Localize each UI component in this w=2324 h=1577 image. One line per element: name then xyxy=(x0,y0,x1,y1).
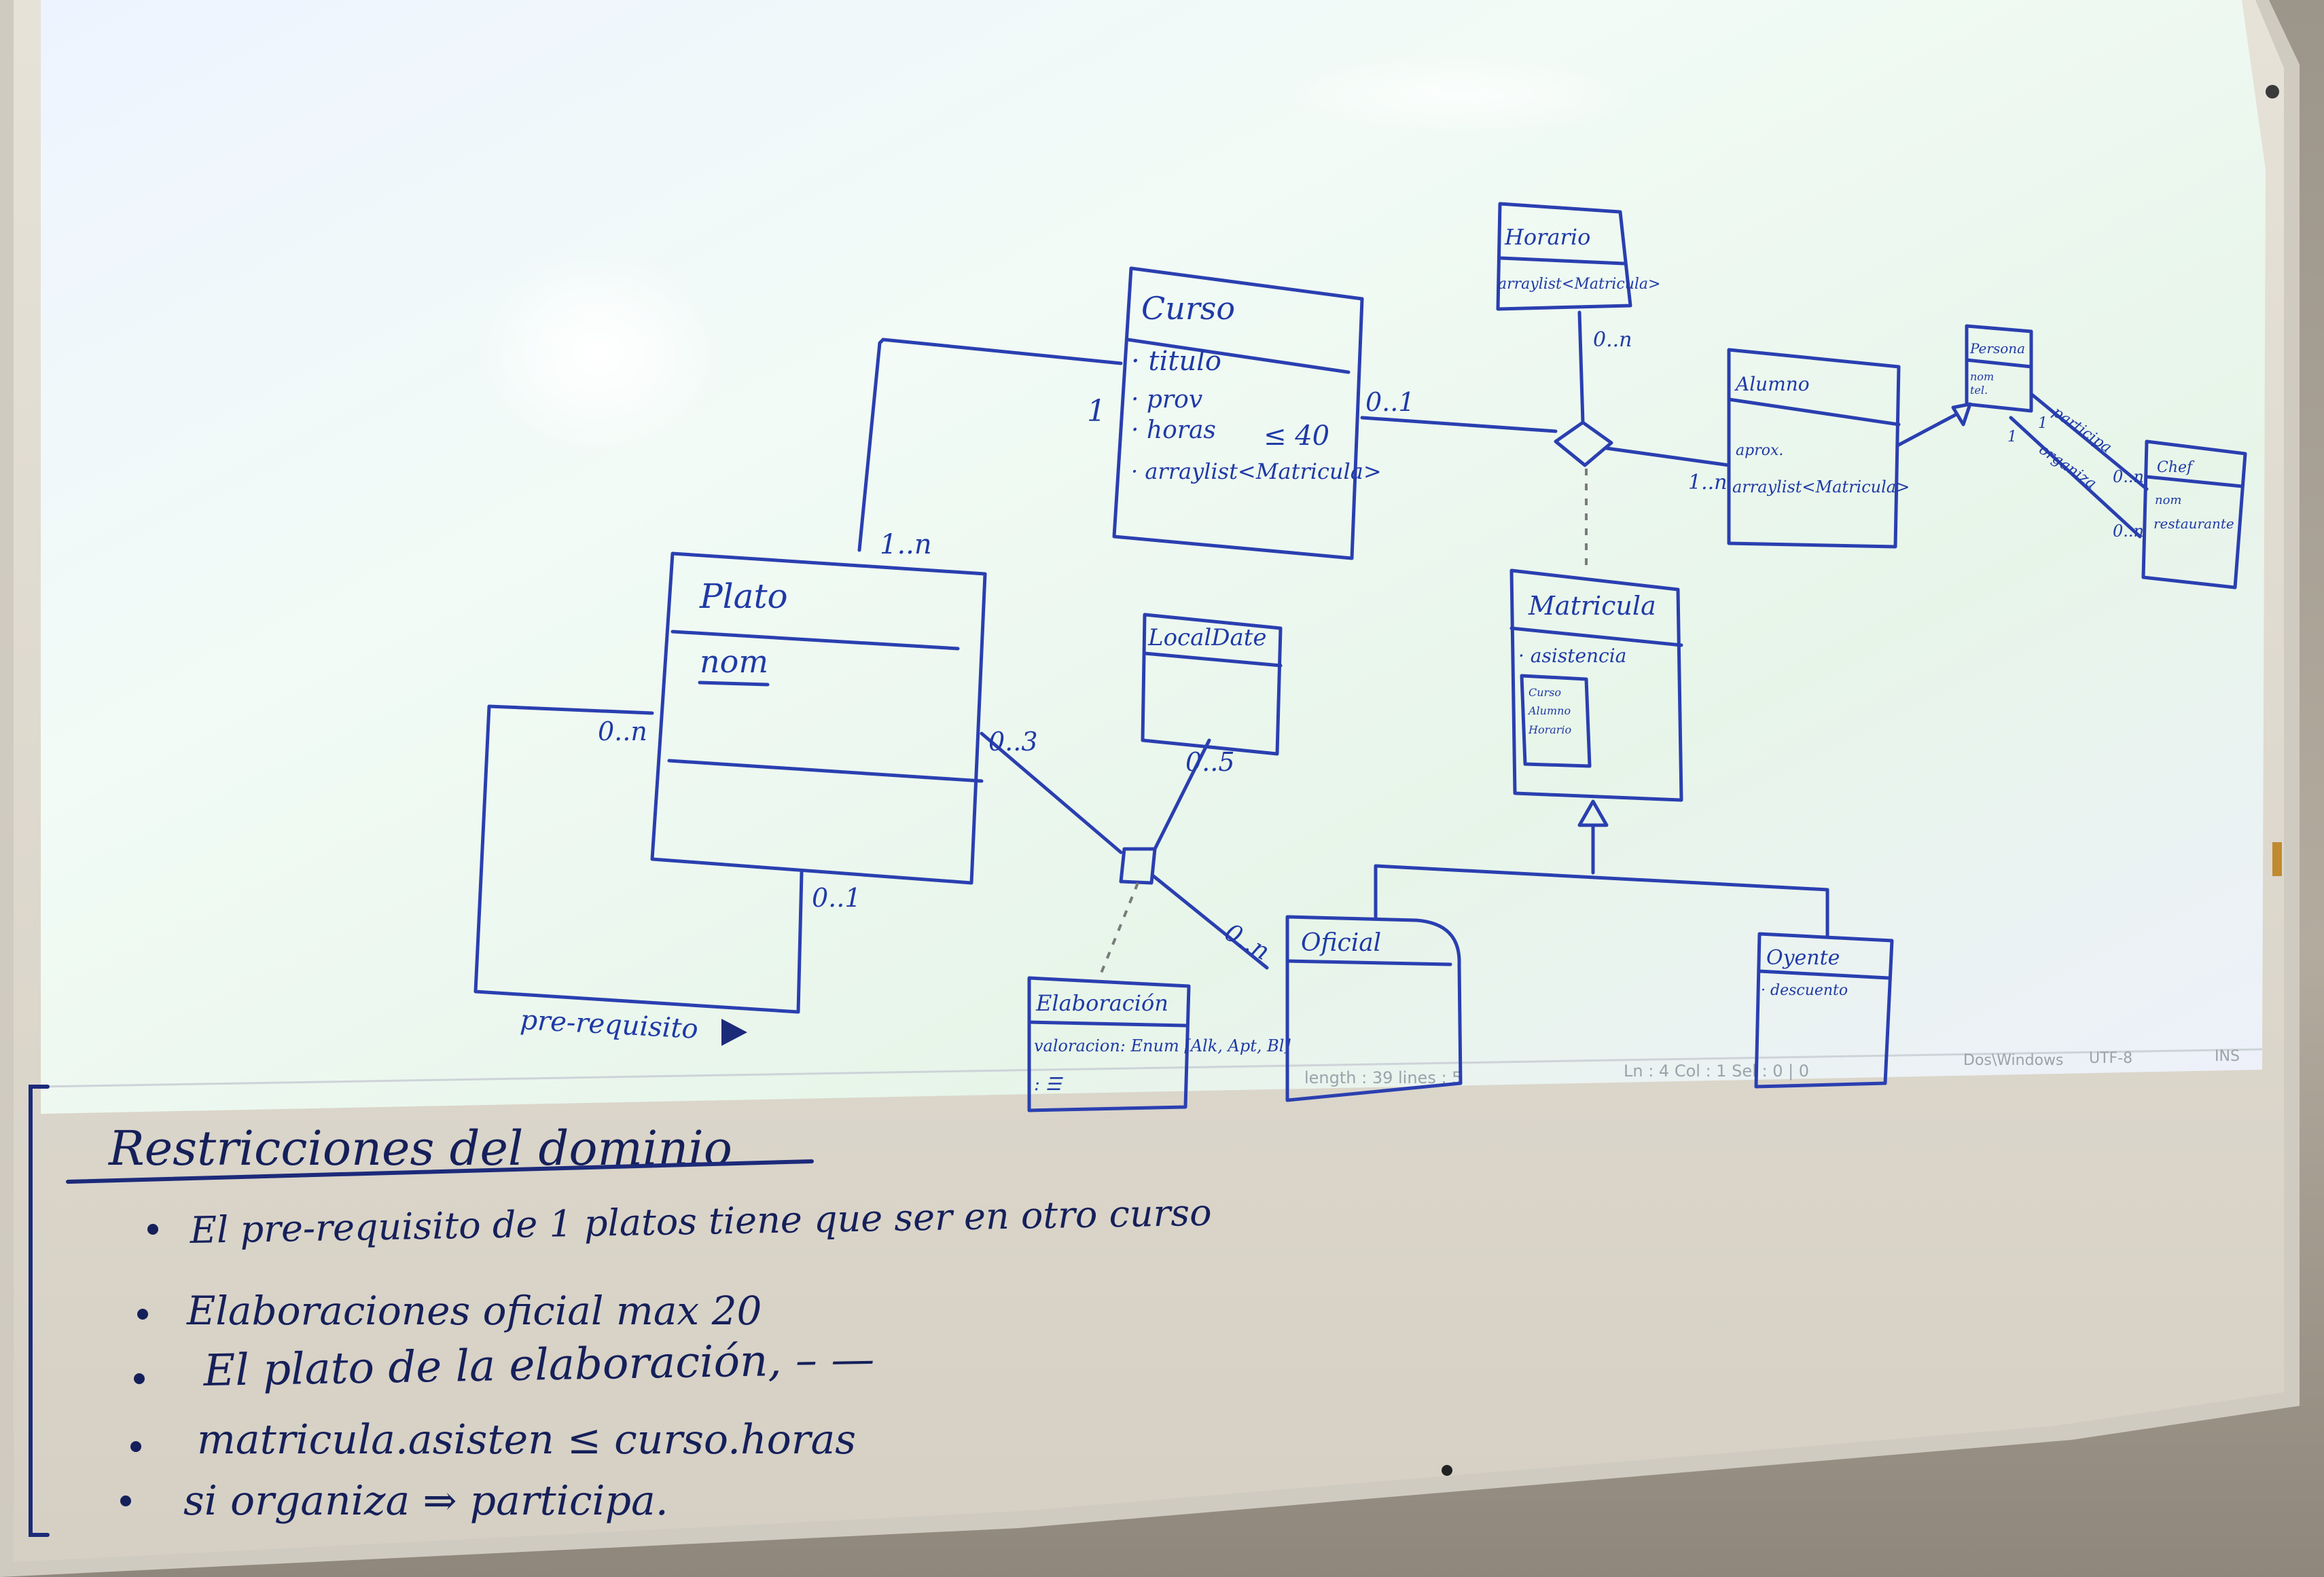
class-persona-attr-0: nom xyxy=(1970,370,1994,383)
class-curso: Curso · titulo · prov · horas ≤ 40 · arr… xyxy=(1112,266,1382,560)
class-oficial: Oficial xyxy=(1285,915,1463,1102)
prerequisito-arrow-icon xyxy=(721,1019,747,1046)
class-matricula-attr-0: · asistencia xyxy=(1518,645,1626,667)
class-elaboracion: Elaboración valoracion: Enum [Alk, Apt, … xyxy=(1027,976,1291,1112)
class-alumno-name: Alumno xyxy=(1734,373,1810,395)
class-matricula: Matricula · asistencia Curso Alumno Hora… xyxy=(1509,568,1683,802)
light-glare-2 xyxy=(1284,54,1637,136)
status-eol: Dos\Windows xyxy=(1963,1052,2063,1069)
class-chef: Chef nom restaurante xyxy=(2141,439,2247,590)
class-alumno-attr-1: arraylist<Matricula> xyxy=(1732,477,1910,496)
class-localdate: LocalDate xyxy=(1141,613,1283,756)
mult-plato-self-top: 0..n xyxy=(598,717,647,746)
class-plato-attr-0: nom xyxy=(700,643,768,680)
class-plato-name: Plato xyxy=(699,577,788,616)
class-oyente: Oyente · descuento xyxy=(1754,932,1894,1089)
class-plato: Plato nom xyxy=(650,551,987,885)
class-oyente-name: Oyente xyxy=(1766,946,1840,970)
class-persona-attr-1: tel. xyxy=(1970,384,1988,397)
status-position: Ln : 4 Col : 1 Sel : 0 | 0 xyxy=(1624,1062,1809,1081)
class-curso-attr-2: · horas xyxy=(1131,416,1216,444)
class-alumno-attr-0: aprox. xyxy=(1736,442,1783,459)
restriction-item-4: si organiza ⇒ participa. xyxy=(183,1477,668,1525)
mult-persona-chef-top: 0..n xyxy=(2113,467,2144,486)
mult-curso-left: 1 xyxy=(1087,394,1106,429)
status-encoding: UTF-8 xyxy=(2089,1050,2132,1067)
class-matricula-name: Matricula xyxy=(1528,591,1656,621)
mult-horario-bottom: 0..n xyxy=(1593,328,1632,352)
class-oficial-name: Oficial xyxy=(1301,929,1381,957)
ternary-square xyxy=(1119,847,1157,885)
class-oyente-attr-0: · descuento xyxy=(1761,982,1848,999)
bullet-icon xyxy=(130,1441,141,1452)
class-horario: Horario arraylist<Matricula> xyxy=(1496,202,1660,311)
class-alumno: Alumno aprox. arraylist<Matricula> xyxy=(1727,348,1910,549)
bullet-icon xyxy=(120,1496,131,1506)
bullet-icon xyxy=(147,1224,158,1235)
class-chef-attr-0: nom xyxy=(2155,493,2182,507)
mult-persona-one-b: 1 xyxy=(2007,429,2017,446)
mult-localdate: 0..5 xyxy=(1185,747,1235,777)
mult-persona-one-a: 1 xyxy=(2038,415,2048,432)
restriction-item-1: Elaboraciones oficial max 20 xyxy=(186,1288,762,1334)
class-curso-attr-0: · titulo xyxy=(1131,346,1221,377)
class-horario-name: Horario xyxy=(1504,224,1590,250)
projection-area xyxy=(41,0,2266,1114)
associations: 1 1..n 0..1 0..n 1..n participa organiza… xyxy=(473,310,2149,1046)
restriction-item-2: El plato de la elaboración, – — xyxy=(202,1335,875,1396)
light-glare xyxy=(476,251,720,455)
class-elaboracion-attr-1: : ☰ xyxy=(1034,1074,1063,1095)
class-chef-attr-1: restaurante xyxy=(2153,515,2234,532)
class-elaboracion-name: Elaboración xyxy=(1035,990,1168,1016)
mult-plato-self-bottom: 0..1 xyxy=(812,883,861,913)
class-matricula-note-2: Horario xyxy=(1528,723,1571,736)
class-curso-attr-3: · arraylist<Matricula> xyxy=(1131,458,1382,484)
mult-alumno-left: 1..n xyxy=(1688,471,1727,494)
mult-plato-right: 0..3 xyxy=(988,727,1038,757)
class-persona-name: Persona xyxy=(1969,340,2025,357)
restriction-item-3: matricula.asisten ≤ curso.horas xyxy=(197,1416,856,1464)
ternary-diamond xyxy=(1554,420,1613,467)
board-screw-icon xyxy=(1442,1465,1452,1476)
class-curso-name: Curso xyxy=(1141,290,1235,327)
class-localdate-name: LocalDate xyxy=(1147,624,1267,651)
bullet-icon xyxy=(137,1309,148,1320)
class-horario-attr-0: arraylist<Matricula> xyxy=(1498,276,1660,293)
status-mode: INS xyxy=(2215,1048,2240,1065)
class-chef-name: Chef xyxy=(2157,459,2195,476)
class-matricula-note-1: Alumno xyxy=(1527,704,1571,717)
class-curso-attr-1: · prov xyxy=(1131,386,1202,414)
marker-clip xyxy=(2272,842,2282,876)
class-curso-note: ≤ 40 xyxy=(1264,420,1329,452)
mult-plato-top: 1..n xyxy=(880,529,932,560)
mult-curso-right: 0..1 xyxy=(1365,387,1415,417)
class-elaboracion-attr-0: valoracion: Enum [Alk, Apt, Bl] xyxy=(1034,1036,1291,1055)
board-screw-icon xyxy=(2266,85,2279,98)
bullet-icon xyxy=(134,1373,145,1384)
class-matricula-note-0: Curso xyxy=(1529,686,1561,699)
class-persona: Persona nom tel. xyxy=(1965,324,2033,413)
mult-persona-chef-bottom: 0..n xyxy=(2113,522,2144,541)
